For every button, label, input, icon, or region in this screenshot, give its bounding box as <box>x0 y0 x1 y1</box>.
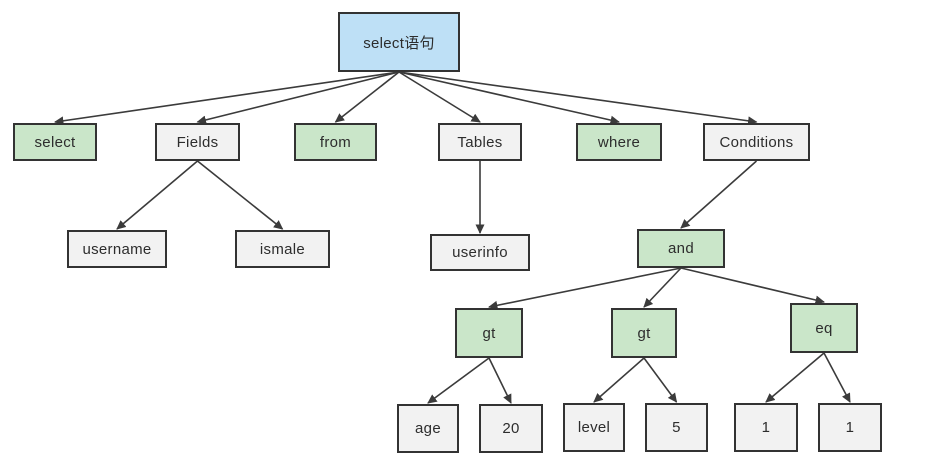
edge-root-fields <box>196 71 400 125</box>
node-value-20: 20 <box>479 404 543 453</box>
node-gt-operator-1: gt <box>455 308 523 358</box>
node-from-keyword: from <box>294 123 377 161</box>
node-gt-operator-2: gt <box>611 308 677 358</box>
edge-gt2-level <box>593 357 645 403</box>
node-select-keyword: select <box>13 123 97 161</box>
edge-and-gt2 <box>643 267 682 308</box>
node-ismale: ismale <box>235 230 330 268</box>
node-userinfo: userinfo <box>430 234 530 271</box>
node-value-5: 5 <box>645 403 708 452</box>
edge-root-select <box>54 71 400 126</box>
edge-gt1-age <box>427 357 490 404</box>
node-tables: Tables <box>438 123 522 161</box>
edge-root-tables <box>398 71 481 123</box>
edge-conditions-and <box>680 160 758 229</box>
node-username: username <box>67 230 167 268</box>
edge-and-eq <box>680 267 825 305</box>
node-level: level <box>563 403 625 452</box>
edge-root-from <box>334 71 400 123</box>
edge-root-where <box>398 71 620 125</box>
edge-gt1-val20 <box>488 357 512 404</box>
node-eq-operator: eq <box>790 303 858 353</box>
node-conditions: Conditions <box>703 123 810 161</box>
node-value-1-left: 1 <box>734 403 798 452</box>
edge-eq-one_left <box>765 352 825 403</box>
edge-fields-username <box>116 160 199 230</box>
edge-eq-one_right <box>823 352 851 403</box>
node-fields: Fields <box>155 123 240 161</box>
node-select-statement: select语句 <box>338 12 460 72</box>
node-and-operator: and <box>637 229 725 268</box>
edge-and-gt1 <box>488 267 682 310</box>
edge-gt2-val5 <box>643 357 678 403</box>
node-value-1-right: 1 <box>818 403 882 452</box>
edge-root-conditions <box>398 71 758 126</box>
edge-fields-ismale <box>197 160 284 230</box>
node-where-keyword: where <box>576 123 662 161</box>
node-age: age <box>397 404 459 453</box>
